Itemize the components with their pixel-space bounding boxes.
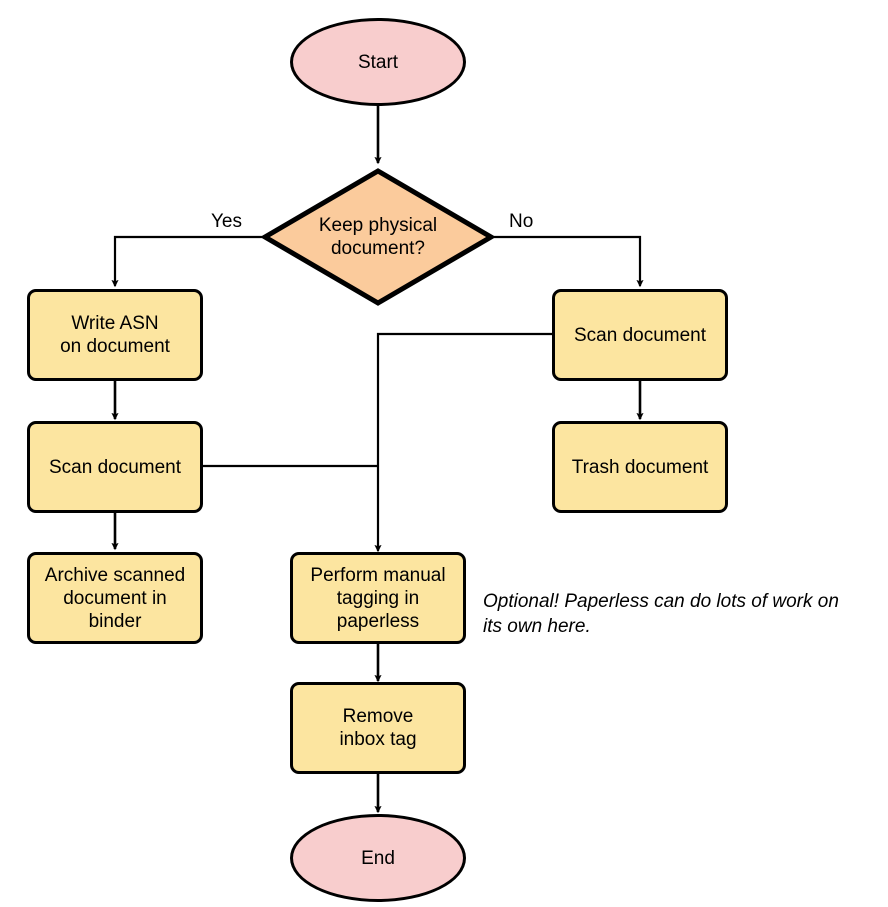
node-scan-document-left-label: Scan document: [48, 456, 182, 478]
node-write-asn-label-line2: on document: [60, 336, 170, 357]
node-manual-tagging-label-line1: Perform manual: [310, 564, 446, 586]
edge-label-no: No: [509, 211, 534, 232]
node-perform-manual-tagging[interactable]: Perform manual tagging in paperless: [290, 552, 466, 644]
edge-decision-yes-to-write-asn: [111, 235, 262, 288]
node-scan-document-right[interactable]: Scan document: [552, 289, 728, 381]
annotation-optional-note: Optional! Paperless can do lots of work …: [483, 589, 888, 639]
node-manual-tagging-label-line2: tagging in: [336, 587, 420, 609]
node-archive-label-line2: document in: [63, 587, 167, 609]
node-decision-keep-physical-document[interactable]: Keep physical document?: [262, 168, 494, 306]
node-remove-inbox-label-line2: inbox tag: [339, 729, 417, 750]
node-archive-label-line1: Archive scanned: [44, 564, 186, 586]
node-remove-inbox-label-line1: Remove: [342, 706, 414, 727]
diamond-shape: [262, 168, 494, 306]
node-trash-document[interactable]: Trash document: [552, 421, 728, 513]
node-archive-label-line3: binder: [88, 610, 142, 632]
node-decision-label-line1: Keep physical: [318, 215, 438, 236]
edge-scan-right-to-manual-tagging: [374, 332, 552, 553]
node-manual-tagging-label-line3: paperless: [336, 610, 420, 632]
node-remove-inbox-tag[interactable]: Remove inbox tag: [290, 682, 466, 774]
node-remove-inbox-label: Remove inbox tag: [339, 705, 416, 751]
annotation-optional-note-line2: its own here.: [483, 616, 591, 637]
node-write-asn-on-document[interactable]: Write ASN on document: [27, 289, 203, 381]
edge-decision-no-to-scan-right: [494, 235, 644, 288]
node-scan-document-left[interactable]: Scan document: [27, 421, 203, 513]
node-archive-scanned-document-in-binder[interactable]: Archive scanned document in binder: [27, 552, 203, 644]
node-write-asn-label: Write ASN on document: [60, 312, 170, 358]
node-archive-label: Archive scanned document in binder: [45, 564, 185, 633]
node-write-asn-label-line1: Write ASN: [71, 313, 159, 334]
node-end-label: End: [361, 847, 395, 869]
node-start[interactable]: Start: [290, 18, 466, 106]
node-manual-tagging-label: Perform manual tagging in paperless: [310, 564, 445, 633]
node-start-label: Start: [357, 51, 399, 73]
node-decision-label-line2: document?: [330, 238, 425, 259]
annotation-optional-note-line1: Optional! Paperless can do lots of work …: [483, 591, 839, 612]
node-decision-label: Keep physical document?: [313, 214, 443, 260]
node-scan-document-right-label: Scan document: [573, 324, 707, 346]
node-end[interactable]: End: [290, 814, 466, 902]
node-trash-document-label: Trash document: [571, 456, 709, 478]
edge-label-yes: Yes: [211, 211, 242, 232]
